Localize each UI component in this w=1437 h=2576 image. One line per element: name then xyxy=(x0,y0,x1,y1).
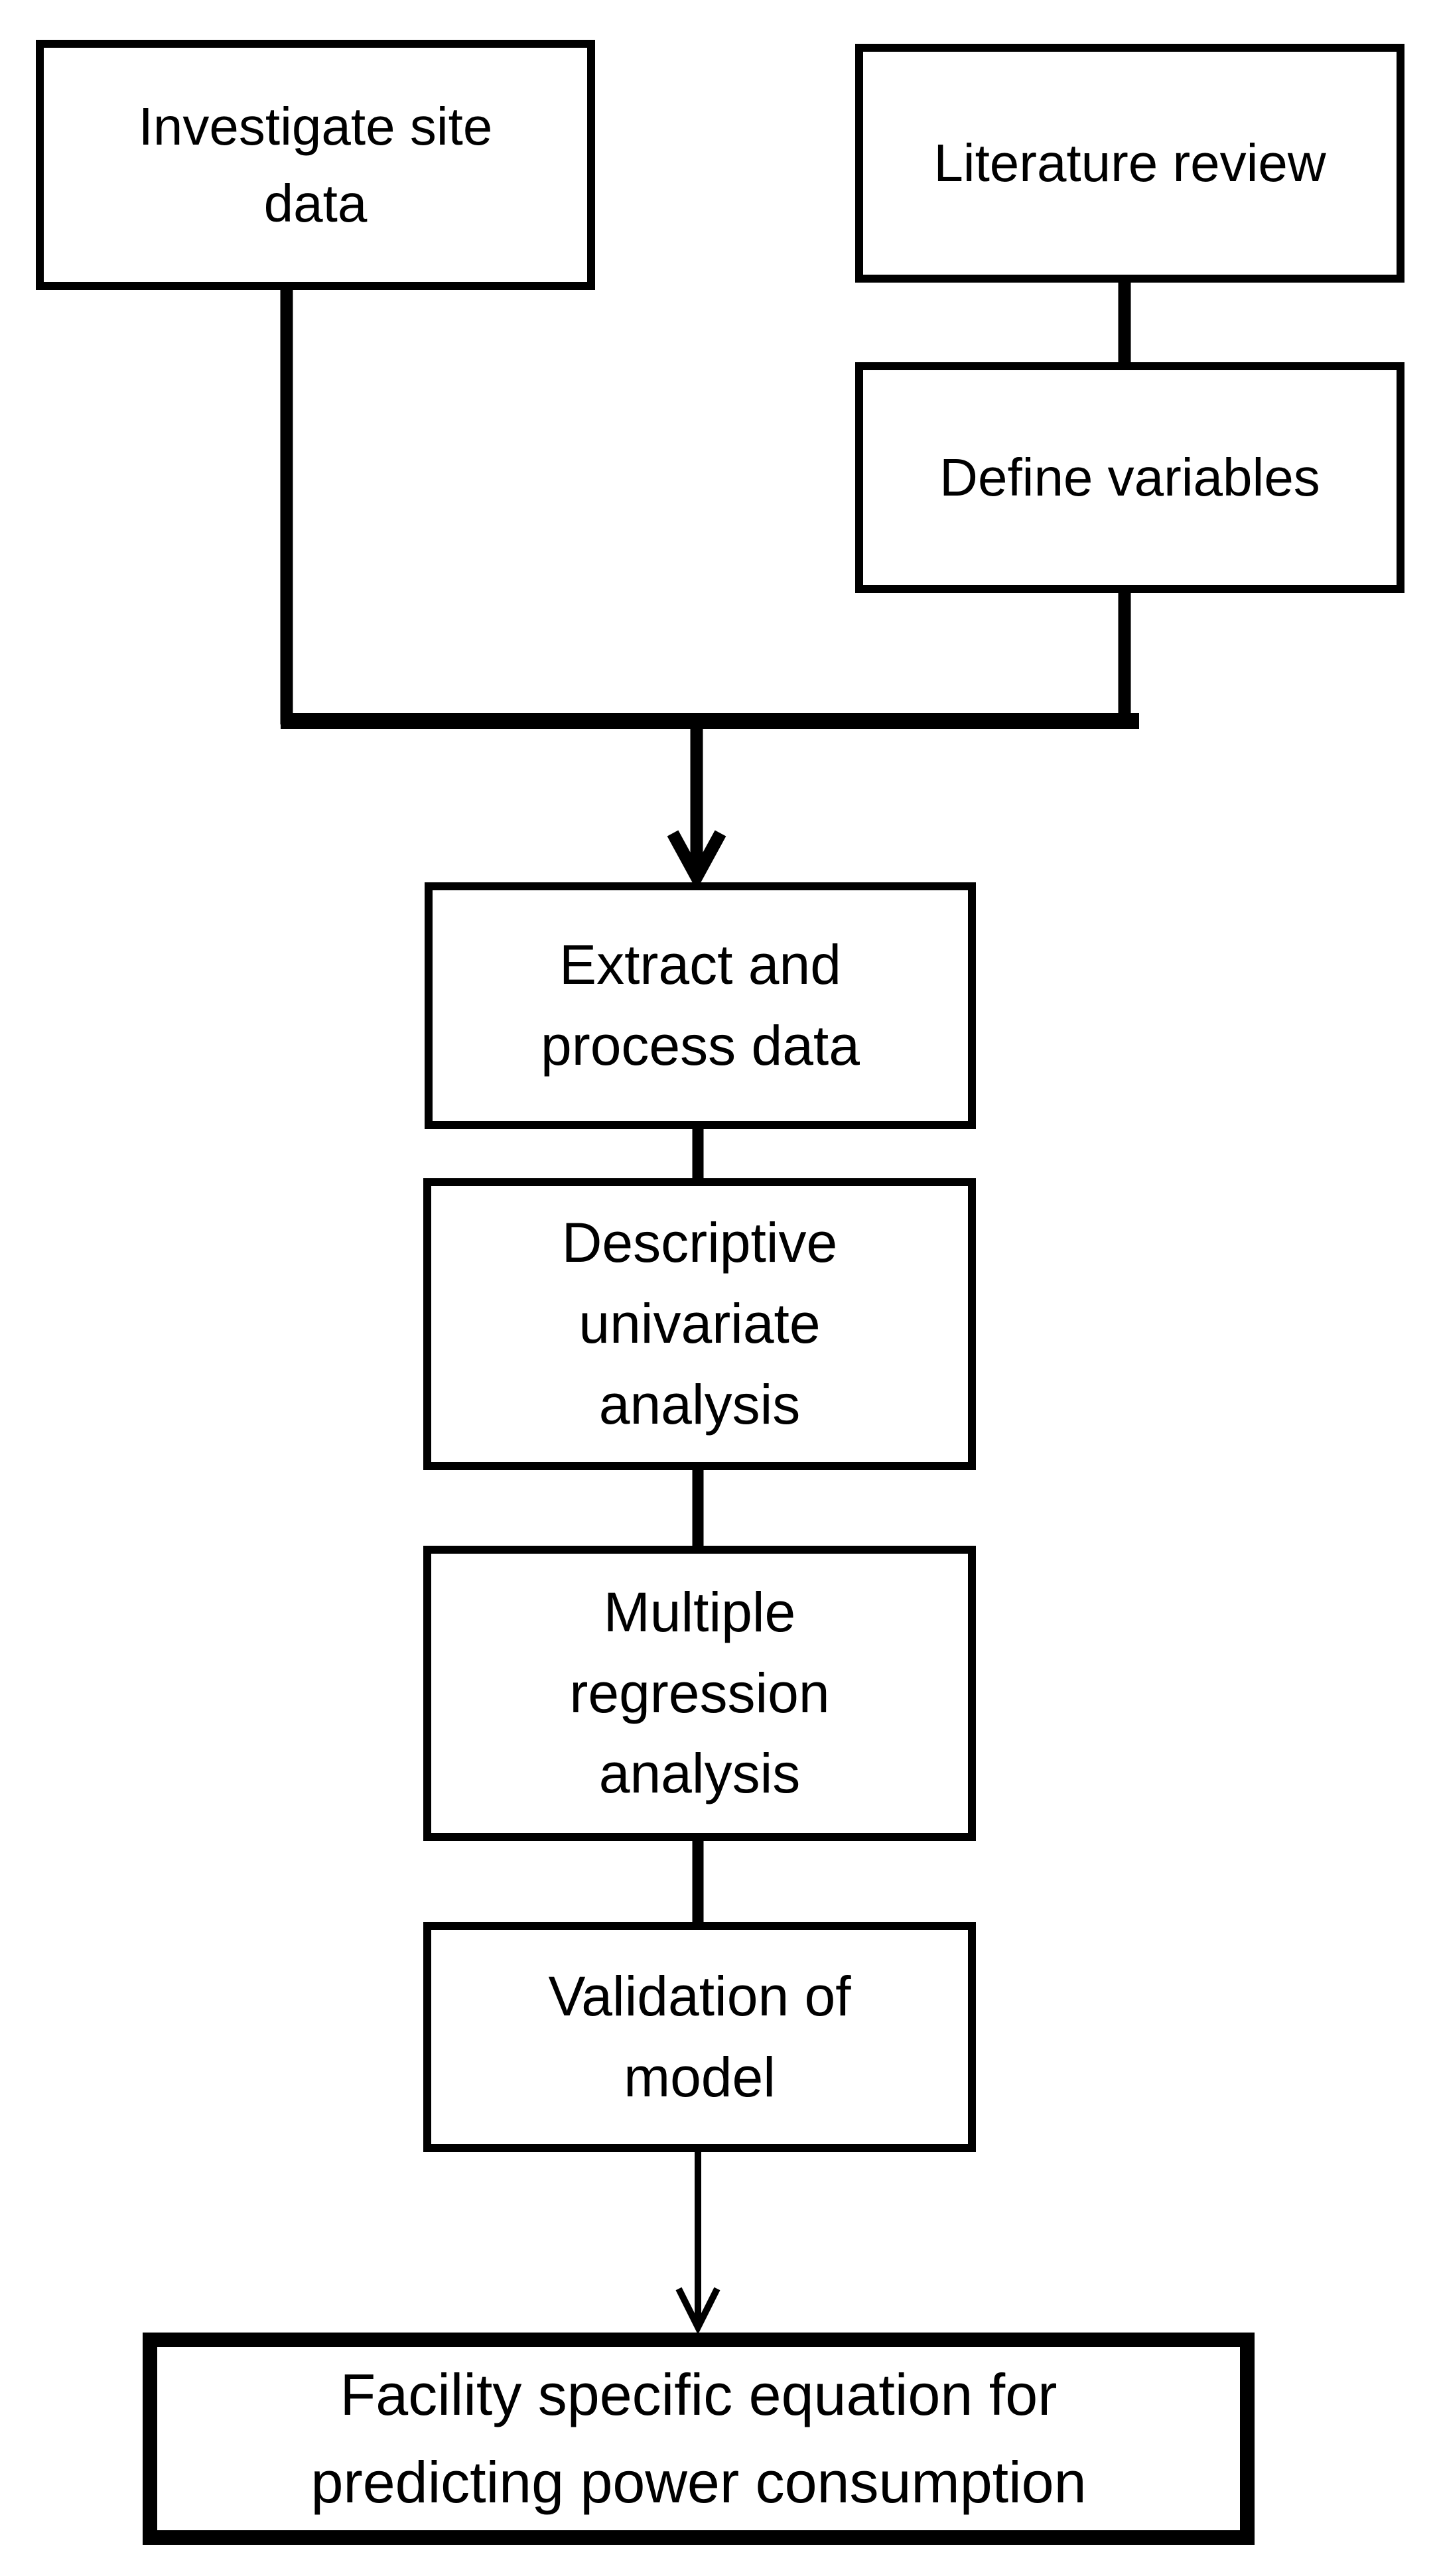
box-label-descriptive-univariate-analysis: Descriptive univariate analysis xyxy=(561,1211,838,1436)
box-label-facility-specific-equation: Facility specific equation for predictin… xyxy=(310,2362,1087,2515)
box-label-literature-review: Literature review xyxy=(933,133,1326,192)
box-label-extract-and-process-data: Extract and process data xyxy=(541,933,860,1077)
flow-box-extract-and-process-data: Extract and process data xyxy=(425,882,976,1129)
flow-box-descriptive-univariate-analysis: Descriptive univariate analysis xyxy=(423,1178,976,1470)
flow-box-multiple-regression-analysis: Multiple regression analysis xyxy=(423,1546,976,1841)
flow-box-validation-of-model: Validation of model xyxy=(423,1922,976,2152)
arrow-merge-to-extract-head-icon xyxy=(667,830,726,890)
flow-box-facility-specific-equation: Facility specific equation for predictin… xyxy=(143,2333,1255,2545)
arrow-validation-to-final-head-icon xyxy=(675,2287,720,2335)
box-label-validation-of-model: Validation of model xyxy=(548,1964,851,2108)
flow-box-define-variables: Define variables xyxy=(855,362,1404,593)
box-label-define-variables: Define variables xyxy=(939,448,1320,507)
box-label-investigate-site-data: Investigate site data xyxy=(138,96,493,233)
flow-box-literature-review: Literature review xyxy=(855,44,1404,283)
box-label-multiple-regression-analysis: Multiple regression analysis xyxy=(569,1580,830,1805)
flow-box-investigate-site-data: Investigate site data xyxy=(36,40,595,290)
